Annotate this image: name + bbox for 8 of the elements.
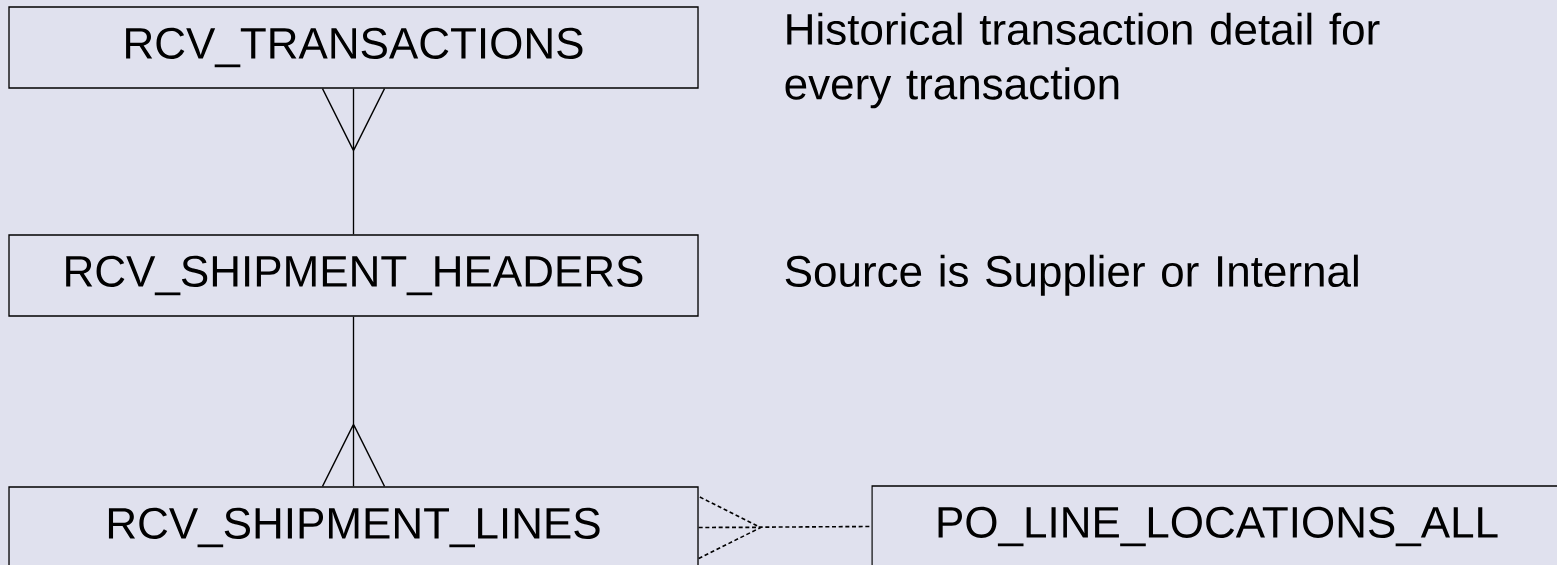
entity-box: RCV_SHIPMENT_LINES	[8, 486, 699, 565]
relationship-line	[321, 88, 386, 235]
entity-box: RCV_TRANSACTIONS	[8, 6, 699, 89]
entity-box: PO_LINE_LOCATIONS_ALL	[871, 485, 1557, 565]
relationship-line	[321, 316, 386, 487]
entity-box: RCV_SHIPMENT_HEADERS	[8, 234, 699, 317]
note-text: Historical transaction detail for every transaction	[785, 12, 1380, 109]
note-text: Source is Supplier or Internal	[785, 254, 1358, 296]
